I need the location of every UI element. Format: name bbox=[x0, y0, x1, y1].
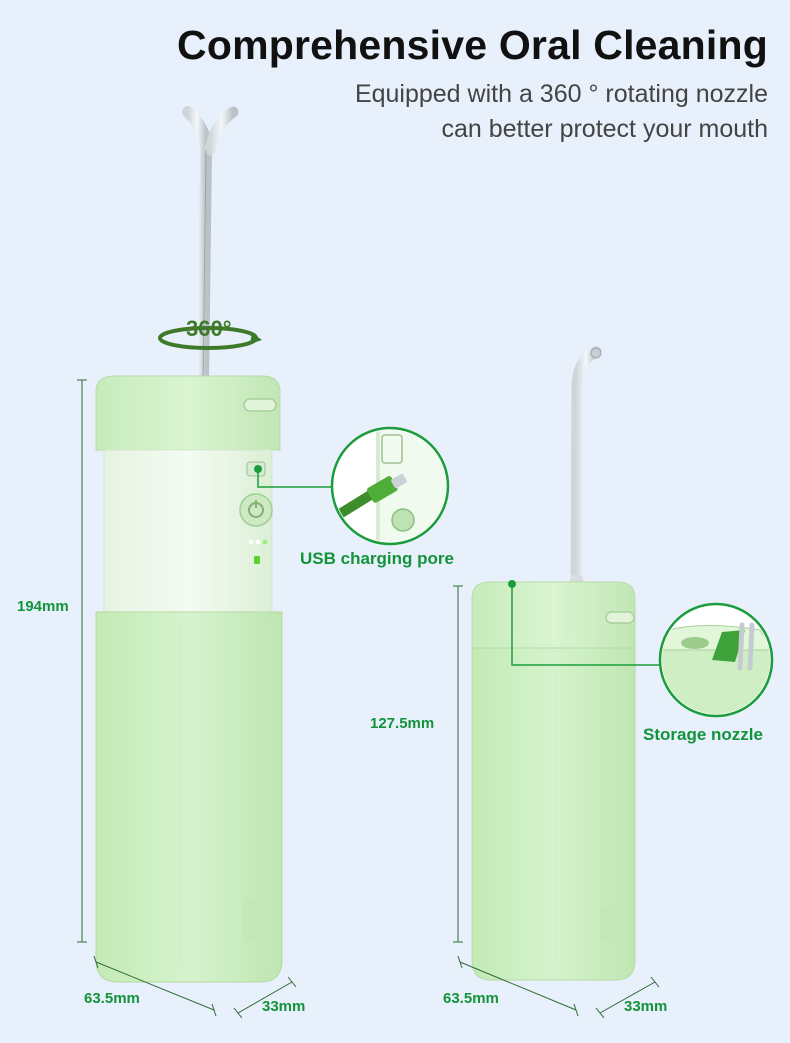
left-nozzle bbox=[182, 106, 239, 391]
usb-charging-label: USB charging pore bbox=[300, 549, 454, 568]
right-width-label: 63.5mm bbox=[443, 990, 499, 1007]
page-title: Comprehensive Oral Cleaning bbox=[177, 22, 768, 68]
led-indicator-icon bbox=[248, 539, 268, 564]
left-cap bbox=[95, 375, 281, 451]
right-nozzle bbox=[568, 346, 602, 591]
left-depth-dimension bbox=[233, 976, 297, 1019]
right-height-dimension bbox=[453, 585, 463, 943]
left-height-label: 194mm bbox=[17, 598, 69, 615]
right-water-tank bbox=[471, 647, 636, 981]
right-width-dimension bbox=[457, 955, 579, 1017]
left-depth-label: 33mm bbox=[262, 998, 306, 1015]
left-body bbox=[103, 449, 273, 631]
left-height-dimension bbox=[77, 379, 87, 943]
left-water-tank bbox=[95, 611, 283, 983]
right-depth-label: 33mm bbox=[624, 998, 668, 1015]
storage-callout-connector bbox=[508, 580, 662, 666]
storage-nozzle-zoom bbox=[658, 602, 774, 718]
rotation-label: 360° bbox=[186, 316, 232, 341]
rotation-arrow-icon bbox=[158, 326, 262, 350]
usb-port-zoom bbox=[330, 426, 450, 546]
right-height-label: 127.5mm bbox=[370, 715, 435, 732]
left-width-label: 63.5mm bbox=[84, 990, 140, 1007]
left-width-dimension bbox=[93, 955, 217, 1017]
power-button-icon bbox=[239, 493, 273, 527]
subtitle-line-1: Equipped with a 360 ° rotating nozzle bbox=[354, 80, 768, 108]
subtitle-line-2: can better protect your mouth bbox=[441, 115, 768, 143]
usb-callout-connector bbox=[254, 465, 336, 488]
right-depth-dimension bbox=[595, 976, 660, 1019]
storage-nozzle-label: Storage nozzle bbox=[643, 725, 763, 744]
